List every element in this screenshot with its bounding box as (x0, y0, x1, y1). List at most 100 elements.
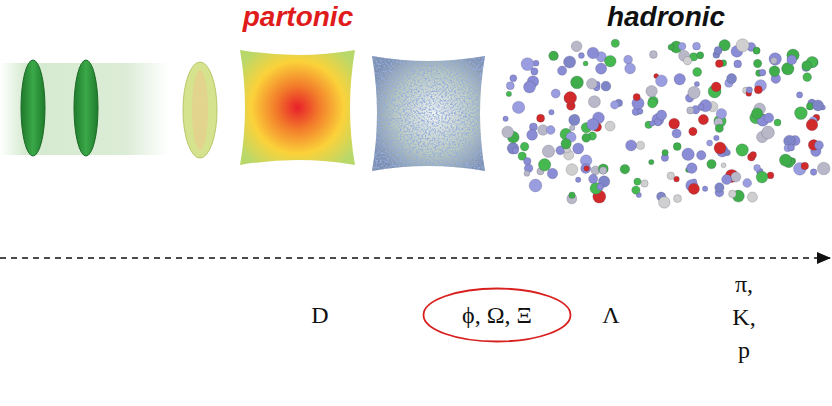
hadron-particle (641, 180, 648, 187)
hadron-particle (571, 41, 582, 52)
hadron-particle (743, 179, 752, 188)
hadron-particle (682, 148, 694, 160)
hadron-particle (503, 116, 508, 121)
hadron-particle (716, 109, 726, 119)
hadron-particle (510, 75, 517, 82)
hadron-particle (578, 53, 584, 59)
hadron-particle (657, 110, 667, 120)
hadron-particle (605, 121, 615, 131)
hadron-particle (813, 100, 824, 111)
hadron-particle (638, 109, 643, 114)
hadron-particle (620, 164, 630, 174)
hadron-particle (570, 125, 575, 130)
hadron-particle (588, 96, 600, 108)
hadron-particle (512, 101, 524, 113)
hadron-particle (764, 113, 774, 123)
hadron-particle (715, 124, 723, 132)
hadron-particle (817, 162, 830, 175)
hadron-particle (795, 107, 808, 120)
hadron-particle (564, 92, 577, 105)
hadron-particle (693, 68, 702, 77)
hadron-particle (688, 87, 700, 99)
hadron-particle (683, 57, 691, 65)
hadron-particle (662, 149, 668, 155)
hadron-particle (626, 140, 637, 151)
hadron-particle (611, 101, 619, 109)
hadron-particle (549, 51, 559, 61)
hadron-particle (648, 98, 658, 108)
hadron-particle (674, 74, 685, 85)
hadron-particle (707, 159, 716, 168)
hadron-particle (698, 115, 708, 125)
hadron-particle (747, 192, 757, 202)
hadron-particle (779, 154, 791, 166)
hadron-particle (589, 174, 598, 183)
hadron-particle (746, 87, 752, 93)
particle-label: D (311, 299, 328, 332)
hadron-particle (674, 195, 682, 203)
hadron-particle (502, 126, 514, 138)
hadron-particle (551, 89, 560, 98)
hadron-particle (707, 140, 713, 146)
hadron-particle (687, 163, 698, 174)
hadron-particle (564, 56, 576, 68)
hadron-particle (667, 172, 675, 180)
hadron-particle (507, 143, 519, 155)
hadron-particle (736, 39, 749, 52)
hadron-particle (649, 159, 654, 164)
hadron-particle (693, 42, 701, 50)
hadron-particle (601, 81, 611, 91)
hadron-particle (633, 94, 640, 101)
hadron-particle (753, 47, 760, 54)
hadron-particle (587, 78, 598, 89)
hadron-particle (537, 114, 545, 122)
hadron-particle (669, 118, 680, 129)
hadron-particle (702, 186, 707, 191)
hadron-particle (596, 63, 607, 74)
hadron-particle (689, 127, 697, 135)
hadron-particle (650, 121, 655, 126)
hadron-particle (506, 91, 511, 96)
hadron-particle (736, 144, 748, 156)
hadron-particle (599, 167, 607, 175)
hadron-particle (756, 171, 768, 183)
hadron-particle (547, 168, 557, 178)
hadron-particle (698, 104, 704, 110)
hadron-particle (697, 52, 704, 59)
hadron-particle (711, 82, 721, 92)
hadron-particle (731, 172, 741, 182)
hadron-particle (810, 169, 817, 176)
hadron-particle (632, 186, 640, 194)
hadron-particle (524, 81, 536, 93)
hadron-particle (611, 39, 619, 47)
hadron-particle (582, 133, 591, 142)
hadron-particle (714, 142, 726, 154)
hadron-particle (538, 159, 550, 171)
hadron-particle (769, 53, 781, 65)
hadron-particle (787, 55, 797, 65)
hadron-particle (521, 58, 534, 71)
hadron-particle (566, 164, 578, 176)
hadron-particle (512, 148, 518, 154)
hadron-particle (803, 73, 812, 82)
hadron-particle (754, 86, 762, 94)
hadron-particle (672, 129, 681, 138)
hadron-particle (549, 110, 554, 115)
hadron-particle (625, 63, 636, 74)
hadron-particle (650, 51, 658, 59)
hadron-particle (722, 174, 732, 184)
hadron-particle (597, 184, 604, 191)
hadron-particle (721, 163, 726, 168)
hadron-particle (754, 164, 761, 171)
hadron-particle (569, 192, 576, 199)
hadron-particle (727, 74, 737, 84)
hadron-particle (634, 178, 641, 185)
hadron-particle (542, 145, 554, 157)
hadron-particle (558, 66, 567, 75)
hadron-particle (769, 66, 780, 77)
hadron-particle (750, 152, 757, 159)
hadron-particle (656, 75, 668, 87)
hadron-particle (715, 183, 724, 192)
hadron-particle (624, 55, 633, 64)
hadron-particle (714, 135, 720, 141)
